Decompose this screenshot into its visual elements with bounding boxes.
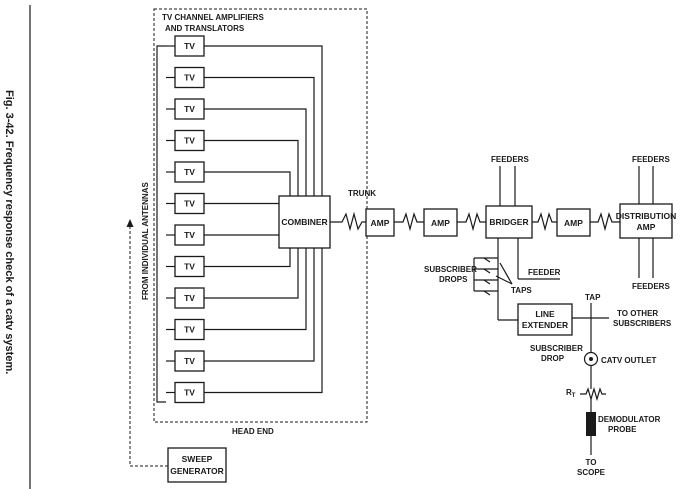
trunk-cable-5: [590, 212, 620, 232]
combiner-label: COMBINER: [281, 217, 327, 227]
trunk-cable-1: [330, 211, 366, 232]
tv-label: TV: [184, 199, 195, 209]
bridger-label: BRIDGER: [489, 217, 528, 227]
other-subscribers-line1: TO OTHER: [617, 309, 658, 318]
tv-output-line: [204, 248, 323, 394]
subscriber-drop-label-2: DROP: [541, 354, 565, 363]
sweep-generator-block: [167, 447, 227, 483]
tv-label: TV: [184, 167, 195, 177]
head-end-title-line1: TV CHANNEL AMPLIFIERS: [162, 13, 264, 22]
tv-output-line: [204, 248, 315, 362]
dist-feeders-bottom-label: FEEDERS: [632, 282, 670, 291]
line-extender-block: [517, 303, 573, 336]
tv-label: TV: [184, 356, 195, 366]
tv-label: TV: [184, 41, 195, 51]
probe-label-2: PROBE: [608, 425, 637, 434]
rt-subscript: T: [572, 393, 576, 399]
tv-output-line: [204, 76, 315, 196]
tv-label: TV: [184, 230, 195, 240]
tv-label: TV: [184, 73, 195, 83]
bridger-block: [485, 205, 533, 239]
tv-label: TV: [184, 104, 195, 114]
probe-label-1: DEMODULATOR: [598, 415, 661, 424]
tap-label: TAP: [585, 293, 601, 302]
tv-amplifier-group: TV TV TV TV TV TV TV TV TV TV TV TV: [166, 35, 323, 404]
sweep-test-lead: [129, 226, 168, 467]
line-extender-label-1: LINE: [535, 309, 555, 319]
tv-output-line: [204, 248, 307, 331]
tv-output-line: [204, 171, 291, 196]
tv-output-line: [204, 139, 299, 196]
dist-amp-label-line1: DISTRIBUTION: [616, 211, 676, 221]
to-scope-line1: TO: [586, 458, 597, 467]
trunk-cable-2: [394, 212, 424, 232]
catv-outlet-label: CATV OUTLET: [601, 356, 657, 365]
taps-pointer-1: [495, 275, 513, 285]
tv-label: TV: [184, 325, 195, 335]
other-subscribers-line2: SUBSCRIBERS: [613, 319, 672, 328]
head-end-title-line2: AND TRANSLATORS: [165, 24, 245, 33]
tv-output-line: [204, 108, 307, 196]
distribution-amp-block: [619, 203, 673, 239]
amp-1-label: AMP: [371, 218, 390, 228]
dist-feeders-top-label: FEEDERS: [632, 155, 670, 164]
dist-amp-label-line2: AMP: [637, 222, 656, 232]
trunk-label: TRUNK: [348, 189, 376, 198]
head-end-label: HEAD END: [232, 427, 274, 436]
tap-mark: [483, 279, 491, 285]
rt-label: RT: [566, 388, 576, 399]
head-end-enclosure: [153, 8, 368, 423]
tv-label: TV: [184, 293, 195, 303]
combiner-block: [278, 195, 331, 249]
tap-mark: [483, 268, 491, 274]
feeder-label: FEEDER: [528, 268, 561, 277]
outlet-center-icon: [589, 357, 593, 361]
taps-pointer-2: [499, 262, 513, 285]
sweep-label-line2: GENERATOR: [170, 466, 224, 476]
trunk-cable-4: [532, 212, 557, 232]
bridger-feeders-label: FEEDERS: [491, 155, 529, 164]
tv-label: TV: [184, 136, 195, 146]
sweep-label-line1: SWEEP: [182, 454, 213, 464]
tv-label: TV: [184, 388, 195, 398]
subscriber-drop-label-1: SUBSCRIBER: [530, 344, 583, 353]
subscriber-drops-line1: SUBSCRIBER: [424, 265, 477, 274]
tv-output-line: [204, 45, 323, 196]
rt-main: R: [566, 388, 572, 397]
antenna-bus-line: [156, 45, 166, 403]
antennas-label: FROM INDIVIDUAL ANTENNAS: [141, 182, 150, 300]
amp-3-label: AMP: [564, 218, 583, 228]
to-scope-line2: SCOPE: [577, 468, 606, 477]
demodulator-probe-icon: [586, 412, 596, 436]
sweep-arrow-icon: [126, 219, 134, 227]
tap-mark: [483, 257, 491, 263]
terminating-resistor-icon: [580, 386, 606, 402]
catv-outlet-icon: [583, 351, 599, 367]
tv-output-line: [204, 248, 291, 268]
taps-label: TAPS: [511, 286, 532, 295]
tv-label: TV: [184, 262, 195, 272]
tv-output-line: [204, 248, 299, 299]
trunk-cable-3: [457, 212, 486, 232]
subscriber-taps: [473, 257, 498, 296]
line-extender-label-2: EXTENDER: [522, 320, 568, 330]
tap-mark: [483, 290, 491, 296]
subscriber-drops-line2: DROPS: [439, 275, 468, 284]
figure-caption: Fig. 3-42. Frequency response check of a…: [3, 90, 15, 374]
amp-2-label: AMP: [431, 218, 450, 228]
